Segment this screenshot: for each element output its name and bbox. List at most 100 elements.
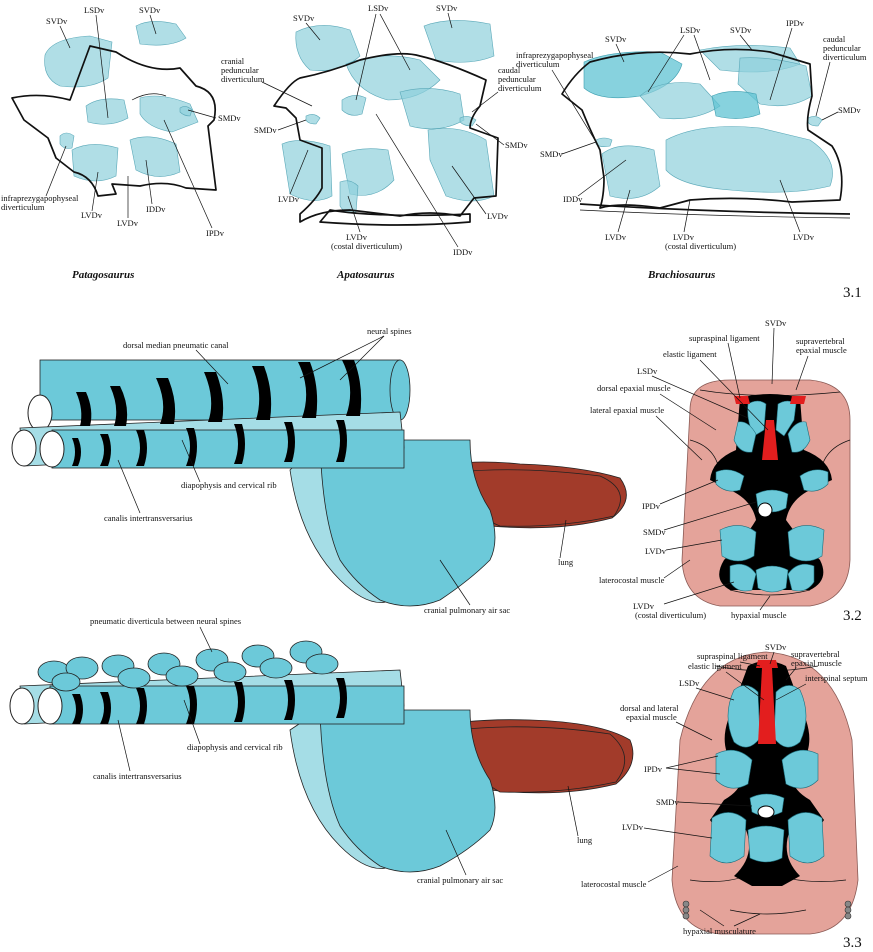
ipdv — [715, 749, 753, 789]
label-iddv: IDDv — [453, 247, 473, 257]
label-dorsal-median-pneumatic-canal: dorsal median pneumatic canal — [123, 340, 229, 350]
label-laterocostal-muscle: laterocostal muscle — [581, 879, 647, 889]
leader-line — [117, 459, 141, 514]
label-peduncular: peduncular — [823, 43, 861, 53]
label-hypaxial-muscle: hypaxial muscle — [731, 610, 787, 620]
ipdv-right — [799, 469, 829, 492]
leader-line — [693, 34, 711, 81]
label-caudal: caudal — [823, 34, 846, 44]
label-iddv: IDDv — [563, 194, 583, 204]
leader-line — [647, 865, 679, 883]
leader-line — [665, 755, 719, 769]
label-diverticulum: diverticulum — [823, 52, 867, 62]
leader-line — [145, 159, 153, 205]
neural-spines — [76, 360, 362, 426]
label-supraspinal-ligament: supraspinal ligament — [689, 333, 760, 343]
leader-line — [299, 335, 385, 379]
label-pneumatic-diverticula-between-neural-spines: pneumatic diverticula between neural spi… — [90, 616, 241, 626]
lsdv — [727, 685, 761, 748]
leader-line — [779, 179, 801, 233]
leader-line — [445, 829, 467, 876]
label-supravertebral: supravertebral — [791, 649, 840, 659]
interspinal-septum — [758, 668, 776, 744]
rib-bands — [72, 420, 347, 466]
label-smdv: SMDv — [505, 140, 528, 150]
label-epaxial-muscle: epaxial muscle — [791, 658, 842, 668]
neural-canal — [757, 805, 775, 819]
leader-line — [663, 581, 735, 605]
tube-opening — [37, 687, 63, 725]
tube-opening — [27, 394, 53, 432]
supraspinal-ligament — [734, 396, 750, 404]
genus-brachiosaurus: Brachiosaurus — [647, 269, 715, 281]
leader-line — [261, 81, 313, 107]
cranial-pulmonary-air-sac — [319, 439, 496, 607]
cranial-pulmonary-air-sac — [319, 709, 496, 873]
label-svdv: SVDv — [46, 16, 68, 26]
label-diapophysis-and-cervical-rib: diapophysis and cervical rib — [181, 480, 277, 490]
leader-line — [471, 91, 499, 113]
label-lsdv: LSDv — [84, 5, 105, 15]
leader-line — [651, 375, 749, 419]
label-canalis-intertransversarius: canalis intertransversarius — [104, 513, 193, 523]
label-lvdv: LVDv — [278, 194, 300, 204]
leader-line — [733, 913, 761, 927]
label-diverticulum: diverticulum — [221, 74, 265, 84]
leader-line — [375, 113, 459, 248]
label-lvdv: LVDv — [487, 211, 509, 221]
leader-line — [195, 349, 229, 385]
label-lsdv: LSDv — [680, 25, 701, 35]
label-smdv: SMDv — [254, 125, 277, 135]
ipdv — [715, 469, 745, 492]
patagosaurus-vertebra — [11, 21, 217, 197]
label-interspinal-septum: interspinal septum — [805, 673, 868, 683]
label-lvdv: LVDv — [645, 546, 667, 556]
leader-line — [277, 119, 307, 131]
label-svdv: SVDv — [765, 642, 787, 652]
leader-line — [561, 141, 597, 155]
leader-line — [677, 801, 753, 807]
leader-line — [475, 123, 505, 146]
leader-line — [59, 25, 71, 49]
elastic-ligament — [762, 420, 778, 460]
tube-opening — [9, 687, 35, 725]
label-costal-diverticulum: (costal diverticulum) — [331, 241, 402, 251]
apatosaurus-labels: SVDv LSDv SVDv cranial peduncular divert… — [221, 3, 542, 257]
label-costal-diverticulum: (costal diverticulum) — [635, 610, 706, 620]
leader-line — [665, 767, 721, 775]
label-lvdv: LVDv — [117, 218, 139, 228]
label-smdv: SMDv — [540, 149, 563, 159]
pneumatic-diverticula — [37, 640, 339, 692]
leader-line — [771, 327, 775, 385]
leader-line — [117, 719, 131, 772]
panel-3-3: pneumatic diverticula between neural spi… — [9, 616, 868, 951]
leader-line — [379, 13, 411, 71]
label-elastic-ligament: elastic ligament — [688, 661, 742, 671]
leader-line — [699, 359, 769, 431]
label-dorsal-epaxial-muscle: dorsal epaxial muscle — [597, 383, 671, 393]
label-lsdv: LSDv — [368, 3, 389, 13]
label-lvdv: LVDv — [81, 210, 103, 220]
label-ipdv: IPDv — [786, 18, 805, 28]
label-hypaxial-musculature: hypaxial musculature — [683, 926, 756, 936]
leader-line — [665, 539, 723, 551]
rib-bands — [72, 678, 347, 724]
label-smdv: SMDv — [643, 527, 666, 537]
rib-ends — [682, 900, 852, 920]
label-laterocostal-muscle: laterocostal muscle — [599, 575, 665, 585]
lvdv — [719, 525, 757, 562]
leader-line — [347, 195, 361, 233]
leader-line — [695, 687, 735, 701]
label-caudal: caudal — [498, 65, 521, 75]
leader-line — [95, 14, 109, 119]
leader-line — [577, 159, 627, 197]
lvdv-right — [787, 812, 825, 864]
tube-end — [389, 359, 411, 421]
label-epaxial-muscle: epaxial muscle — [796, 345, 847, 355]
leader-line — [183, 699, 201, 745]
leader-line — [647, 34, 685, 93]
leader-line — [439, 559, 471, 606]
leader-line — [795, 355, 809, 391]
label-diverticulum: diverticulum — [516, 59, 560, 69]
